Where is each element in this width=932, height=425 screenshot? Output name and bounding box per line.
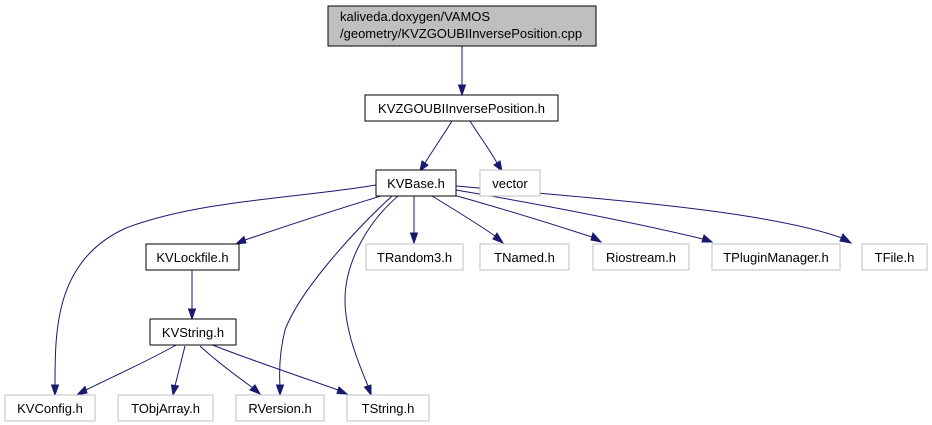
node-kvconfig-label: KVConfig.h	[17, 401, 83, 416]
edge-kvbase-to-tstring	[344, 195, 399, 397]
node-tfile: TFile.h	[861, 243, 928, 271]
edge-kvstring-to-kvconfig	[75, 343, 179, 396]
edge-kvbase-to-kvlockfile	[234, 194, 385, 245]
node-root-file[interactable]: kaliveda.doxygen/VAMOS /geometry/KVZGOUB…	[327, 5, 597, 47]
edge-kvzgoubi-to-kvbase	[419, 120, 453, 173]
edge-kvzgoubi-to-vector	[469, 120, 503, 173]
node-tstring-label: TString.h	[362, 401, 415, 416]
node-rversion: RVersion.h	[235, 394, 325, 422]
node-trandom3-label: TRandom3.h	[377, 250, 452, 265]
edge-kvbase-to-riostream	[449, 193, 603, 243]
node-trandom3: TRandom3.h	[365, 243, 464, 271]
edge-kvbase-to-trandom3	[409, 196, 419, 245]
node-kvlockfile-label: KVLockfile.h	[156, 250, 228, 265]
node-tstring: TString.h	[346, 394, 430, 422]
node-tpluginmanager-label: TPluginManager.h	[723, 250, 829, 265]
node-kvzgoubi-label: KVZGOUBIInversePosition.h	[378, 101, 545, 116]
edge-kvbase-to-kvconfig	[50, 184, 377, 397]
node-rversion-label: RVersion.h	[248, 401, 311, 416]
node-kvzgoubi[interactable]: KVZGOUBIInversePosition.h	[364, 94, 559, 122]
edge-kvstring-to-tobjarray	[170, 345, 186, 397]
edge-kvbase-to-tnamed	[431, 195, 505, 245]
node-tobjarray: TObjArray.h	[117, 394, 214, 422]
root-file-label-line2: /geometry/KVZGOUBIInversePosition.cpp	[340, 26, 582, 41]
node-kvconfig: KVConfig.h	[4, 394, 96, 422]
edge-kvbase-to-rversion	[275, 195, 393, 397]
node-tnamed-label: TNamed.h	[494, 250, 555, 265]
node-tpluginmanager: TPluginManager.h	[711, 243, 841, 271]
node-tfile-label: TFile.h	[875, 250, 915, 265]
root-file-label-line1: kaliveda.doxygen/VAMOS	[340, 9, 490, 24]
node-kvbase-label: KVBase.h	[387, 176, 445, 191]
node-kvbase[interactable]: KVBase.h	[375, 169, 457, 197]
node-tnamed: TNamed.h	[479, 243, 570, 271]
node-riostream-label: Riostream.h	[606, 250, 676, 265]
node-vector: vector	[479, 169, 541, 197]
edge-kvlockfile-to-kvstring	[187, 270, 197, 321]
node-tobjarray-label: TObjArray.h	[131, 401, 200, 416]
edge-kvstring-to-tstring	[209, 343, 349, 395]
edge-kvstring-to-rversion	[199, 345, 262, 395]
node-vector-label: vector	[492, 176, 528, 191]
node-kvlockfile[interactable]: KVLockfile.h	[145, 243, 240, 271]
node-riostream: Riostream.h	[592, 243, 690, 271]
edge-root-to-kvzgoubi	[457, 46, 467, 97]
node-kvstring[interactable]: KVString.h	[149, 318, 237, 346]
node-kvstring-label: KVString.h	[162, 325, 224, 340]
